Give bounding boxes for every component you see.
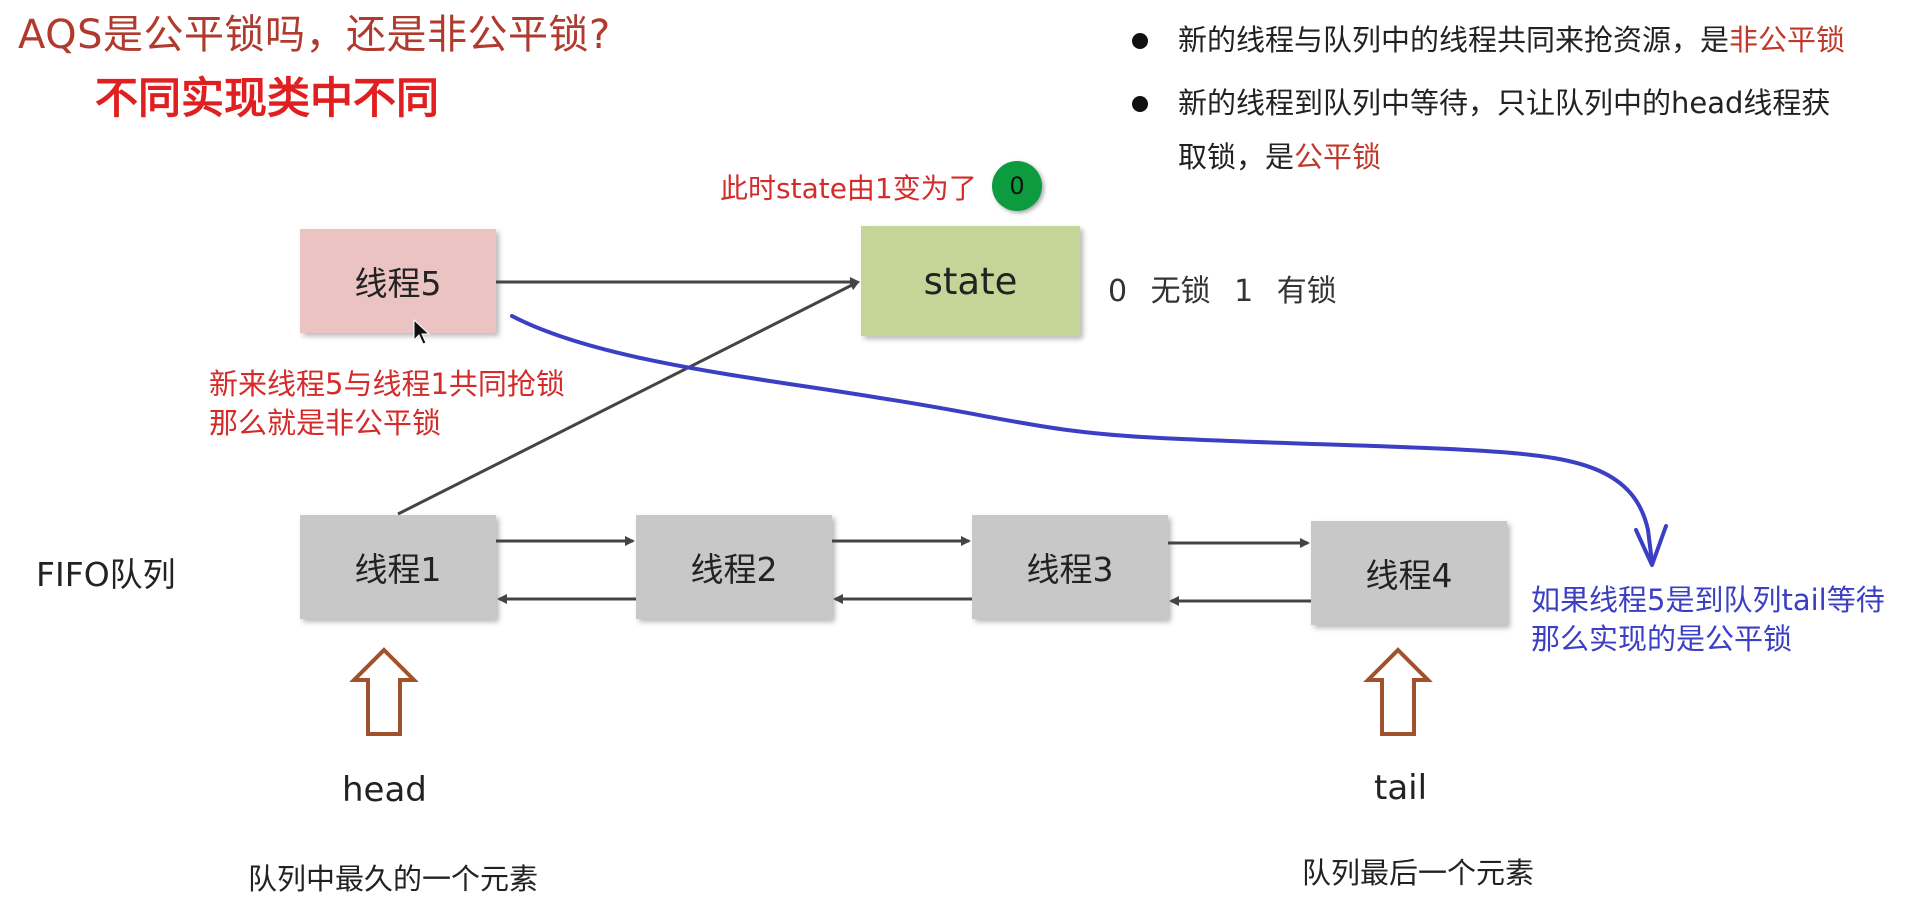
- page-subtitle: 不同实现类中不同: [95, 74, 439, 124]
- bullet-2-line1: 新的线程到队列中等待，只让队列中的head线程获: [1178, 86, 1831, 120]
- state-legend: 0 无锁 1 有锁: [1108, 274, 1337, 309]
- queue-thread3-box: 线程3: [972, 515, 1168, 619]
- state-value-badge: 0: [992, 161, 1042, 211]
- fair-note-line2: 那么实现的是公平锁: [1531, 622, 1793, 656]
- tail-label: tail: [1374, 768, 1428, 808]
- tail-description: 队列最后一个元素: [1302, 856, 1535, 890]
- tail-pointer-arrow: [1363, 647, 1433, 736]
- nonfair-note-line1: 新来线程5与线程1共同抢锁: [209, 367, 565, 401]
- state-box: state: [861, 226, 1080, 336]
- bullet-2-line2: 取锁，是公平锁: [1178, 131, 1381, 183]
- bullet-2-highlight: 公平锁: [1294, 140, 1382, 174]
- head-pointer-arrow: [349, 647, 419, 736]
- nonfair-note-line2: 那么就是非公平锁: [209, 406, 442, 440]
- bullet-dot-2: [1132, 96, 1148, 112]
- page-title: AQS是公平锁吗，还是非公平锁?: [18, 12, 611, 58]
- fifo-queue-label: FIFO队列: [36, 555, 176, 594]
- bullet-1-text: 新的线程与队列中的线程共同来抢资源，是: [1178, 23, 1730, 57]
- queue-thread4-box: 线程4: [1311, 521, 1507, 625]
- bullet-1-highlight: 非公平锁: [1729, 23, 1846, 57]
- queue-thread2-box: 线程2: [636, 515, 832, 619]
- head-label: head: [342, 770, 427, 810]
- fair-path-arrowhead: [1634, 524, 1668, 567]
- state-change-note: 此时state由1变为了: [720, 172, 977, 205]
- fair-note-line1: 如果线程5是到队列tail等待: [1531, 583, 1885, 617]
- head-description: 队列中最久的一个元素: [248, 862, 539, 896]
- bullet-1: 新的线程与队列中的线程共同来抢资源，是非公平锁: [1178, 14, 1845, 66]
- thread5-box: 线程5: [300, 229, 496, 333]
- bullet-2-text: 取锁，是: [1178, 140, 1295, 174]
- bullet-dot-1: [1132, 33, 1148, 49]
- queue-thread1-box: 线程1: [300, 515, 496, 619]
